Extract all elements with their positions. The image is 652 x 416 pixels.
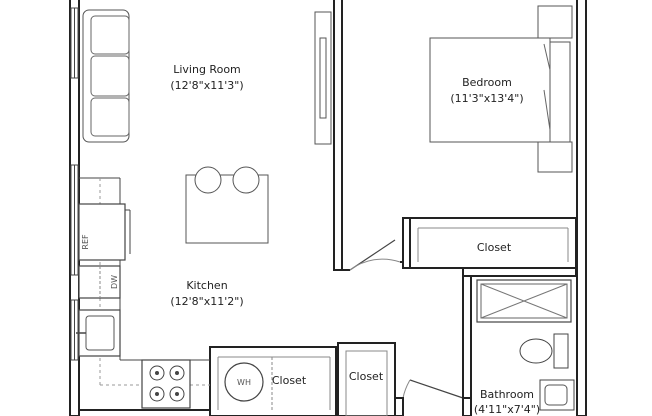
living-room-dims: (12'8"x11'3") [170,79,243,92]
water-heater-closet [209,346,337,416]
bedroom-name: Bedroom [462,76,512,89]
toilet [519,333,569,369]
bedroom-dims: (11'3"x13'4") [450,92,523,105]
shower [476,279,572,323]
sofa [82,9,130,143]
refrigerator-label: REF [81,234,90,250]
bedroom-closet [409,217,577,269]
kitchen-dims: (12'8"x11'2") [170,295,243,308]
hall-closet [337,342,396,416]
kitchen-name: Kitchen [186,279,227,292]
dishwasher [78,265,121,299]
wh-closet-label: Closet [272,374,307,387]
kitchen-sink [76,309,121,357]
bedroom-closet-label: Closet [477,241,512,254]
kitchen-island [185,166,269,244]
stove [141,359,191,409]
bedroom-wall [333,0,413,271]
dishwasher-label: DW [110,275,119,289]
water-heater-label: WH [237,378,251,387]
hall-closet-label: Closet [349,370,384,383]
left-windows [70,7,79,361]
living-room-name: Living Room [173,63,241,76]
bedroom-door [349,239,401,271]
bathroom-door [394,379,472,416]
nightstands [537,5,573,173]
bathroom-sink [539,379,575,411]
bed [429,37,571,143]
refrigerator [78,203,131,261]
bathroom-name: Bathroom [480,388,534,401]
tv-stand [314,11,332,145]
bathroom-dims: (4'11"x7'4") [474,403,540,416]
